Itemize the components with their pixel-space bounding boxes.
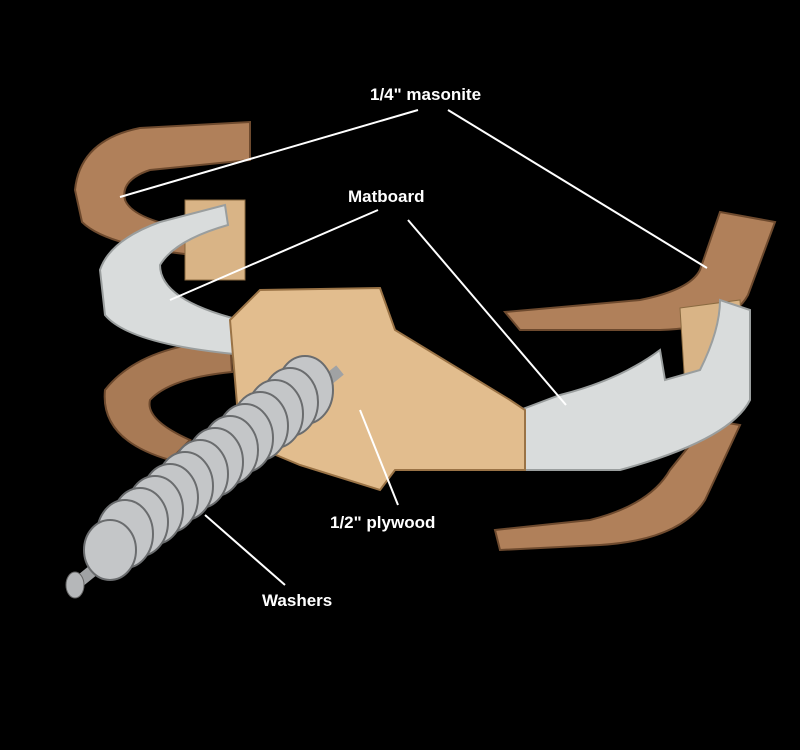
plywood-center-piece bbox=[228, 286, 526, 492]
leader-washers bbox=[204, 514, 286, 586]
leader-masonite-right bbox=[447, 109, 708, 269]
masonite-piece-bottom-left bbox=[103, 338, 234, 462]
leader-masonite-left bbox=[119, 109, 419, 198]
label-masonite: 1/4" masonite bbox=[370, 85, 482, 104]
leader-matboard-left bbox=[169, 209, 379, 301]
leader-matboard-right bbox=[407, 219, 567, 406]
label-washers: Washers bbox=[262, 591, 333, 610]
masonite-piece-bottom-right bbox=[493, 418, 742, 552]
label-matboard: Matboard bbox=[348, 187, 425, 206]
washer-stack bbox=[83, 355, 334, 581]
label-plywood: 1/2" plywood bbox=[330, 513, 436, 532]
matboard-strip-right bbox=[518, 298, 751, 471]
leader-plywood bbox=[359, 409, 399, 506]
bolt-head bbox=[65, 571, 85, 599]
matboard-strip-left bbox=[98, 203, 247, 357]
leader-lines bbox=[119, 109, 708, 586]
